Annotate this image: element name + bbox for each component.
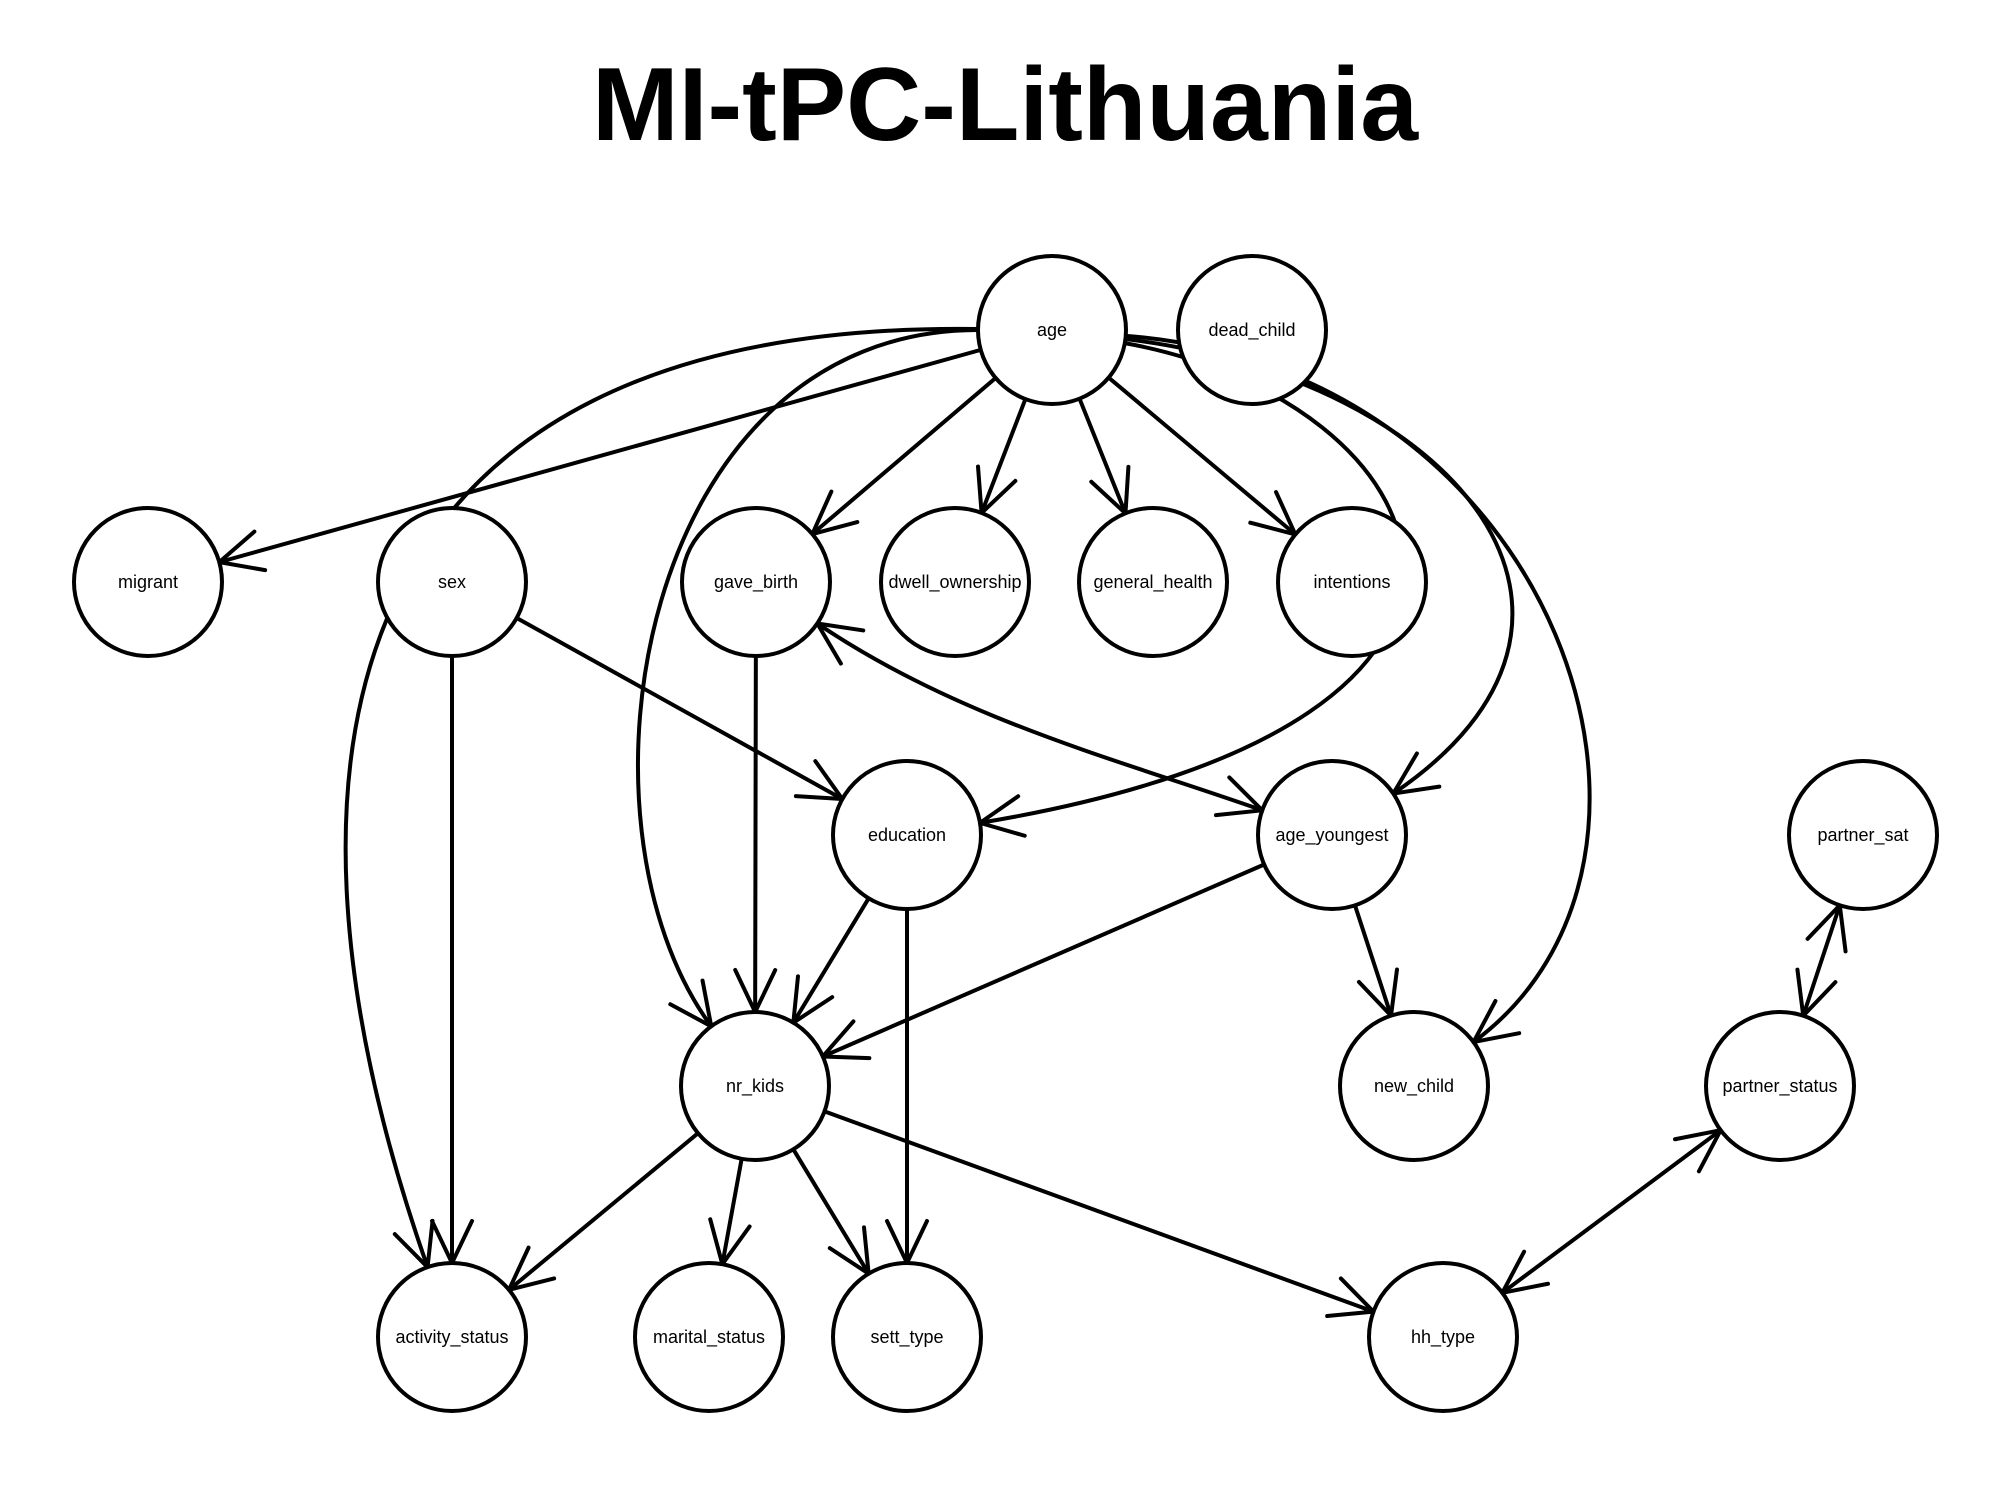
node-circle bbox=[831, 759, 983, 911]
edge-line bbox=[506, 1131, 701, 1292]
node-circle bbox=[1077, 506, 1229, 658]
node-partner_status: partner_status bbox=[1704, 1010, 1856, 1162]
edge-nr_kids-to-marital_status bbox=[708, 1156, 752, 1267]
node-intentions: intentions bbox=[1276, 506, 1428, 658]
node-marital_status: marital_status bbox=[633, 1261, 785, 1413]
edge-line bbox=[1077, 396, 1128, 516]
node-migrant: migrant bbox=[72, 506, 224, 658]
node-sett_type: sett_type bbox=[831, 1261, 983, 1413]
edge-age-to-migrant bbox=[217, 347, 983, 573]
node-label: dead_child bbox=[1208, 320, 1295, 341]
node-nr_kids: nr_kids bbox=[679, 1010, 831, 1162]
node-circle bbox=[376, 1261, 528, 1413]
node-dwell_ownership: dwell_ownership bbox=[879, 506, 1031, 658]
edge-hh_type-to-partner_status bbox=[1500, 1128, 1723, 1295]
node-circle bbox=[72, 506, 224, 658]
edge-line bbox=[820, 862, 1267, 1059]
node-circle bbox=[376, 506, 528, 658]
node-circle bbox=[633, 1261, 785, 1413]
edge-line bbox=[1801, 903, 1842, 1018]
node-label: new_child bbox=[1374, 1076, 1454, 1097]
node-label: marital_status bbox=[653, 1327, 765, 1348]
node-activity_status: activity_status bbox=[376, 1261, 528, 1413]
node-sex: sex bbox=[376, 506, 528, 658]
node-education: education bbox=[831, 759, 983, 911]
node-label: activity_status bbox=[395, 1327, 508, 1348]
edge-line bbox=[822, 1109, 1376, 1314]
node-label: age bbox=[1037, 320, 1067, 340]
edge-line bbox=[514, 615, 845, 802]
edge-age-to-general_health bbox=[1077, 396, 1131, 516]
edge-line bbox=[217, 347, 983, 565]
edge-line bbox=[791, 1147, 871, 1276]
node-label: gave_birth bbox=[714, 572, 798, 593]
node-circle bbox=[1787, 759, 1939, 911]
edge-sex-to-activity_status bbox=[430, 654, 474, 1265]
edge-nr_kids-to-sett_type bbox=[791, 1147, 871, 1276]
edge-line bbox=[815, 621, 1265, 813]
node-label: age_youngest bbox=[1275, 825, 1388, 846]
node-age: age bbox=[976, 254, 1128, 406]
node-label: partner_status bbox=[1722, 1076, 1837, 1097]
node-circle bbox=[976, 254, 1128, 406]
edge-line bbox=[1123, 333, 1592, 1045]
node-circle bbox=[1704, 1010, 1856, 1162]
edge-line bbox=[791, 896, 871, 1025]
node-general_health: general_health bbox=[1077, 506, 1229, 658]
node-label: intentions bbox=[1313, 572, 1390, 592]
node-label: partner_sat bbox=[1817, 825, 1908, 846]
node-circle bbox=[1176, 254, 1328, 406]
node-dead_child: dead_child bbox=[1176, 254, 1328, 406]
edge-age_youngest-to-new_child bbox=[1352, 903, 1399, 1018]
edge-line bbox=[720, 1156, 744, 1267]
edge-education-to-nr_kids bbox=[791, 896, 871, 1025]
edge-nr_kids-to-activity_status bbox=[506, 1131, 701, 1292]
node-hh_type: hh_type bbox=[1367, 1261, 1519, 1413]
edge-line bbox=[810, 375, 998, 537]
node-circle bbox=[1256, 759, 1408, 911]
node-label: education bbox=[868, 825, 946, 845]
diagram-title: MI-tPC-Lithuania bbox=[592, 47, 1419, 163]
node-new_child: new_child bbox=[1338, 1010, 1490, 1162]
node-gave_birth: gave_birth bbox=[680, 506, 832, 658]
edge-age-to-new_child bbox=[1123, 333, 1592, 1045]
edge-partner_sat-to-partner_status bbox=[1795, 903, 1848, 1018]
edges-layer bbox=[217, 326, 1848, 1319]
edge-line bbox=[979, 397, 1028, 515]
node-partner_sat: partner_sat bbox=[1787, 759, 1939, 911]
node-label: hh_type bbox=[1411, 1327, 1475, 1348]
edge-gave_birth-to-nr_kids bbox=[733, 654, 778, 1014]
node-label: sex bbox=[438, 572, 466, 592]
node-circle bbox=[1367, 1261, 1519, 1413]
edge-line bbox=[635, 328, 980, 1029]
node-circle bbox=[1338, 1010, 1490, 1162]
node-circle bbox=[831, 1261, 983, 1413]
edge-line bbox=[1500, 1128, 1723, 1295]
node-label: sett_type bbox=[870, 1327, 943, 1348]
edge-line bbox=[753, 654, 758, 1014]
node-label: nr_kids bbox=[726, 1076, 784, 1097]
node-circle bbox=[1276, 506, 1428, 658]
edge-education-to-sett_type bbox=[885, 907, 929, 1265]
node-label: migrant bbox=[118, 572, 178, 592]
edge-age-to-dwell_ownership bbox=[976, 397, 1028, 515]
node-label: general_health bbox=[1093, 572, 1212, 593]
node-circle bbox=[680, 506, 832, 658]
node-age_youngest: age_youngest bbox=[1256, 759, 1408, 911]
edge-line bbox=[1106, 375, 1298, 537]
edge-line bbox=[1352, 903, 1394, 1018]
node-circle bbox=[879, 506, 1031, 658]
node-label: dwell_ownership bbox=[888, 572, 1021, 593]
node-circle bbox=[679, 1010, 831, 1162]
